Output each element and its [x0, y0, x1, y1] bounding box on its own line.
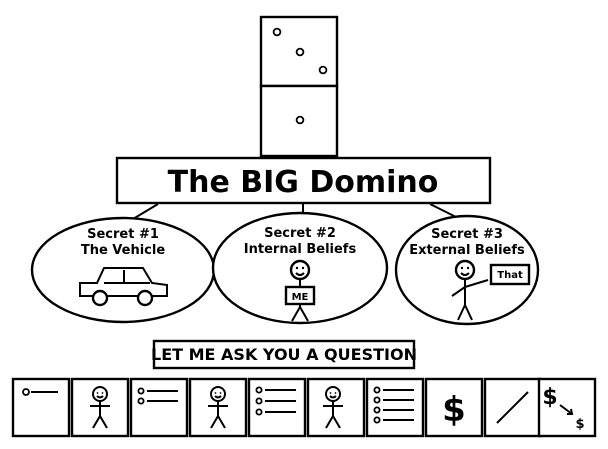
stick-figure-icon [90, 386, 110, 429]
secret-1-oval: Secret #1 The Vehicle [30, 216, 216, 324]
dollar-arrow-dollar-icon: $ $ [542, 385, 584, 432]
domino-icon [259, 15, 339, 158]
diagram-title: The BIG Domino [168, 165, 439, 200]
sequence-box-7 [365, 377, 425, 438]
two-dot-lines-icon [137, 387, 178, 405]
stick-figure-icon [208, 386, 228, 429]
stick-figure-icon [323, 386, 343, 429]
that-sign-text: That [497, 270, 523, 281]
secret-3-heading: Secret #3 [431, 227, 503, 242]
title-box: The BIG Domino [115, 156, 492, 205]
sequence-box-9 [483, 377, 543, 438]
dollar-large-text: $ [542, 385, 557, 410]
dollar-icon: $ [442, 390, 466, 430]
three-dot-lines-icon [255, 386, 296, 416]
sequence-box-8: $ [424, 377, 484, 438]
car-icon [79, 267, 168, 307]
secret-2-oval: Secret #2 Internal Beliefs ME [211, 211, 389, 325]
four-dot-lines-icon [373, 386, 414, 424]
sequence-box-6 [306, 377, 366, 438]
question-banner: LET ME ASK YOU A QUESTION [151, 339, 417, 370]
dollar-small-text: $ [575, 417, 584, 432]
sequence-box-4 [188, 377, 248, 438]
person-pointing-icon: That [451, 259, 531, 321]
secret-1-subtitle: The Vehicle [81, 243, 166, 258]
person-holding-sign-icon: ME [284, 259, 316, 322]
secret-3-subtitle: External Beliefs [409, 243, 525, 258]
secret-2-heading: Secret #2 [264, 226, 336, 241]
slash-icon [496, 391, 529, 424]
dot-line-icon [22, 388, 58, 396]
sequence-box-3 [129, 377, 189, 438]
sequence-box-10: $ $ [537, 377, 597, 438]
secret-3-oval: Secret #3 External Beliefs That [394, 214, 540, 326]
secret-2-subtitle: Internal Beliefs [244, 242, 357, 257]
banner-text: LET ME ASK YOU A QUESTION [151, 345, 417, 364]
sequence-box-1 [11, 377, 71, 438]
sequence-box-2 [70, 377, 130, 438]
sequence-strip: $ $ $ [11, 377, 597, 438]
me-sign-text: ME [292, 292, 309, 303]
secret-1-heading: Secret #1 [87, 227, 159, 242]
sequence-box-5 [247, 377, 307, 438]
